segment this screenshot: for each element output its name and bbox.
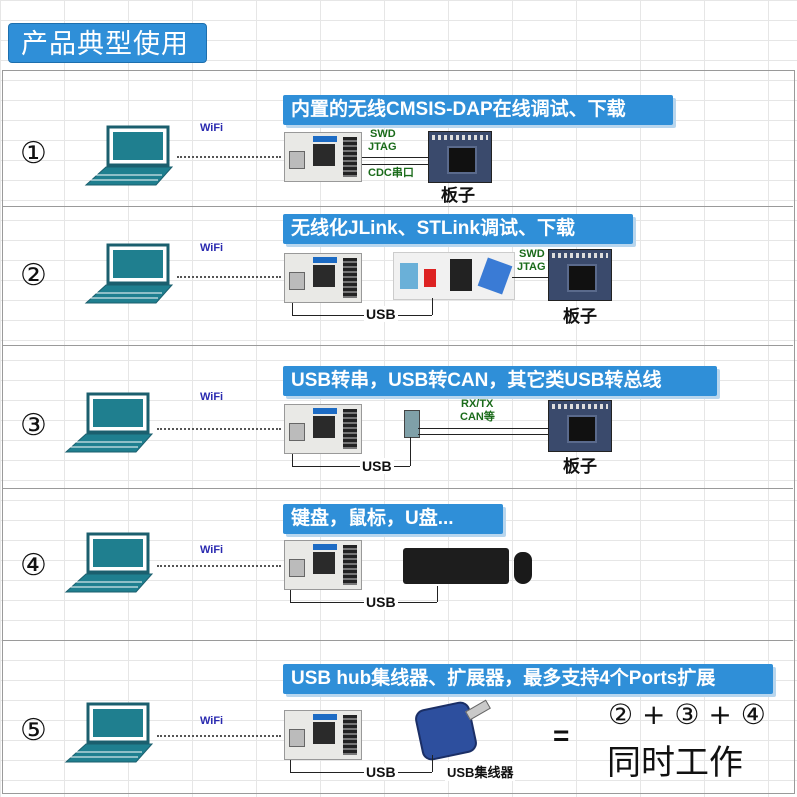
step-number-5: ⑤ bbox=[20, 713, 47, 748]
wireless-link bbox=[177, 156, 281, 158]
step-number-1: ① bbox=[20, 136, 47, 171]
usb-cable bbox=[290, 772, 432, 773]
board-label: 板子 bbox=[563, 302, 597, 327]
usb-label: USB bbox=[364, 594, 398, 610]
usb-cable bbox=[432, 755, 433, 772]
combo-caption: 同时工作 bbox=[607, 735, 743, 784]
signal-jtag: JTAG bbox=[517, 261, 546, 274]
connection-line bbox=[418, 428, 548, 429]
target-board bbox=[428, 131, 492, 183]
wireless-link bbox=[157, 565, 281, 567]
usb-hub-label: USB集线器 bbox=[445, 762, 515, 781]
signal-swd: SWD bbox=[370, 128, 396, 141]
board-label: 板子 bbox=[441, 181, 475, 206]
usb-label: USB bbox=[364, 306, 398, 322]
keyboard-icon bbox=[403, 548, 509, 584]
banner-row-4: 键盘，鼠标，U盘... bbox=[283, 504, 503, 534]
usb-cable bbox=[292, 315, 432, 316]
step-number-4: ④ bbox=[20, 548, 47, 583]
usb-cable bbox=[292, 454, 293, 466]
debugger-board bbox=[284, 710, 362, 760]
usb-cable bbox=[410, 437, 411, 466]
target-board bbox=[548, 400, 612, 452]
connection-line bbox=[418, 434, 548, 435]
laptop-icon bbox=[64, 532, 160, 602]
row-separator bbox=[3, 488, 793, 489]
step-number-3: ③ bbox=[20, 408, 47, 443]
wireless-link bbox=[177, 276, 281, 278]
usb-label: USB bbox=[364, 764, 398, 780]
signal-rxtx: RX/TX bbox=[461, 398, 493, 411]
wireless-link bbox=[157, 735, 281, 737]
usb-cable bbox=[290, 760, 291, 772]
combo-steps: ② + ③ + ④ bbox=[608, 698, 766, 731]
signal-swd: SWD bbox=[519, 248, 545, 261]
jlink-stlink-dongles bbox=[393, 252, 515, 300]
wifi-label: WiFi bbox=[200, 242, 223, 254]
usb-cable bbox=[292, 303, 293, 315]
connection-line bbox=[512, 277, 548, 278]
banner-row-1: 内置的无线CMSIS-DAP在线调试、下载 bbox=[283, 95, 673, 125]
laptop-icon bbox=[64, 392, 160, 462]
debugger-board bbox=[284, 540, 362, 590]
wireless-link bbox=[157, 428, 281, 430]
debugger-board bbox=[284, 404, 362, 454]
equals-sign: = bbox=[553, 720, 569, 752]
row-separator bbox=[3, 345, 793, 346]
page-title: 产品典型使用 bbox=[8, 23, 207, 63]
laptop-icon bbox=[64, 702, 160, 772]
mouse-icon bbox=[514, 552, 532, 584]
laptop-icon bbox=[84, 125, 180, 195]
usb-cable bbox=[432, 298, 433, 315]
target-board bbox=[548, 249, 612, 301]
banner-row-2: 无线化JLink、STLink调试、下载 bbox=[283, 214, 633, 244]
usb-label: USB bbox=[360, 458, 394, 474]
wifi-label: WiFi bbox=[200, 122, 223, 134]
wifi-label: WiFi bbox=[200, 715, 223, 727]
debugger-board bbox=[284, 132, 362, 182]
board-label: 板子 bbox=[563, 452, 597, 477]
wifi-label: WiFi bbox=[200, 544, 223, 556]
banner-row-5: USB hub集线器、扩展器，最多支持4个Ports扩展 bbox=[283, 664, 773, 694]
laptop-icon bbox=[84, 243, 180, 313]
signal-can: CAN等 bbox=[460, 411, 495, 424]
row-separator bbox=[3, 640, 793, 641]
usb-cable bbox=[437, 586, 438, 602]
connection-line bbox=[362, 157, 428, 158]
debugger-board bbox=[284, 253, 362, 303]
wifi-label: WiFi bbox=[200, 391, 223, 403]
connection-line bbox=[362, 164, 428, 165]
banner-row-3: USB转串，USB转CAN，其它类USB转总线 bbox=[283, 366, 717, 396]
usb-cable bbox=[290, 590, 291, 602]
serial-label: CDC串口 bbox=[368, 167, 414, 180]
signal-jtag: JTAG bbox=[368, 141, 397, 154]
step-number-2: ② bbox=[20, 258, 47, 293]
row-separator bbox=[3, 206, 793, 207]
